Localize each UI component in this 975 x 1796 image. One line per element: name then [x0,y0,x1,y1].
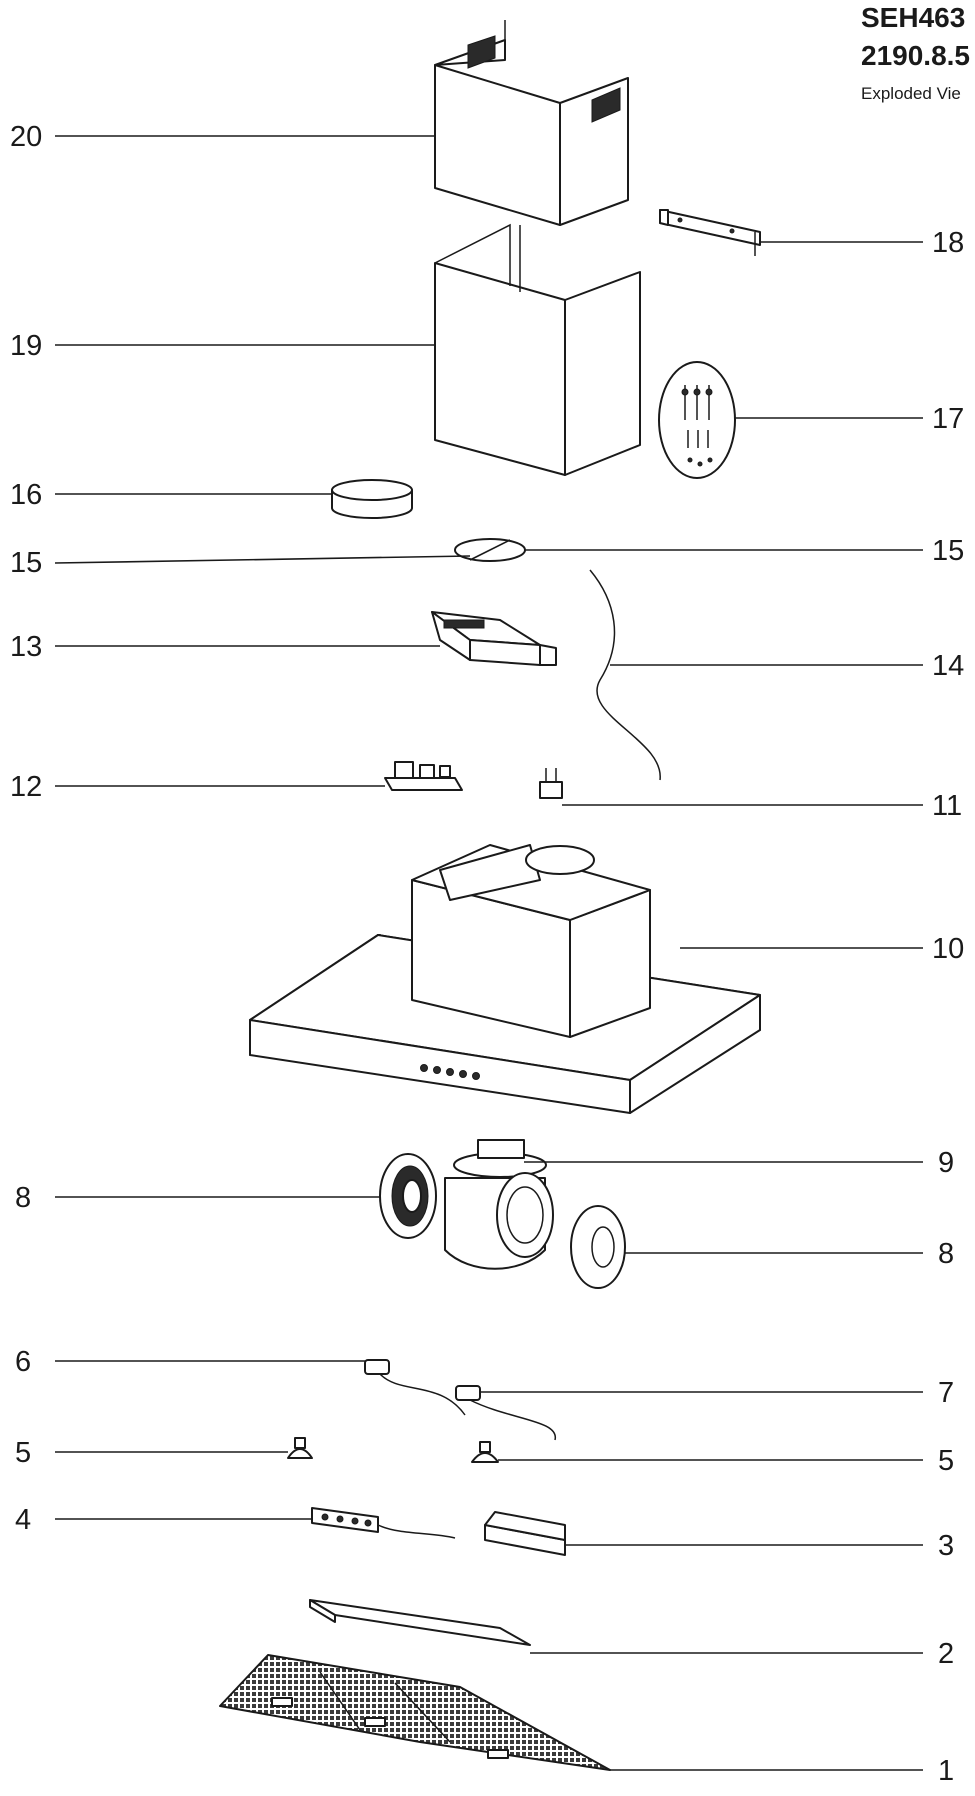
callout-15-left: 15 [10,547,42,579]
callout-9: 9 [938,1147,954,1179]
callout-10: 10 [932,933,964,965]
callout-19: 19 [10,330,42,362]
diagram-code: 2190.8.5 [861,40,970,71]
diagram-subtitle: Exploded Vie [861,84,961,103]
callout-13: 13 [10,631,42,663]
part-cover-bracket [484,1511,566,1556]
part-lamp-right [471,1441,499,1463]
callout-17: 17 [932,403,964,435]
callout-2: 2 [938,1638,954,1670]
callout-7: 7 [938,1377,954,1409]
callout-5-right: 5 [938,1445,954,1477]
callout-16: 16 [10,479,42,511]
part-backflow-flap [454,538,526,562]
model-number: SEH463 [861,2,966,33]
callout-5-left: 5 [15,1437,31,1469]
part-lamp-harness-right [455,1385,556,1441]
part-front-trim [309,1599,531,1646]
part-upper-chimney [434,20,629,226]
part-screw-pack [658,361,736,479]
callout-8-left: 8 [15,1182,31,1214]
callout-3: 3 [938,1530,954,1562]
callout-12: 12 [10,771,42,803]
part-circuit-board [384,761,463,791]
part-mounting-bracket [659,209,761,256]
callout-11: 11 [932,790,962,822]
callout-14: 14 [932,650,964,682]
part-left-carbon-disc [379,1153,437,1239]
part-control-module [431,611,557,666]
part-right-carbon-disc [570,1205,626,1289]
callout-6: 6 [15,1346,31,1378]
part-lower-chimney [434,223,641,476]
part-blower-motor [444,1139,554,1270]
callout-20: 20 [10,121,42,153]
part-lamp-left [287,1437,313,1459]
callout-1: 1 [938,1755,954,1787]
part-power-cable [589,569,661,781]
callout-numbers: 20 19 18 17 16 15 15 13 14 12 11 10 9 8 … [10,121,964,1787]
callout-18: 18 [932,227,964,259]
part-grease-filters [219,1654,611,1771]
part-lamp-harness-left [364,1359,466,1416]
part-terminal-connector [539,768,563,799]
callout-8-right: 8 [938,1238,954,1270]
callout-15-right: 15 [932,535,964,567]
part-hood-body [249,844,761,1114]
part-switch-panel [311,1507,456,1539]
leader-lines [54,135,923,1771]
part-duct-collar [331,479,413,519]
callout-4: 4 [15,1504,31,1536]
